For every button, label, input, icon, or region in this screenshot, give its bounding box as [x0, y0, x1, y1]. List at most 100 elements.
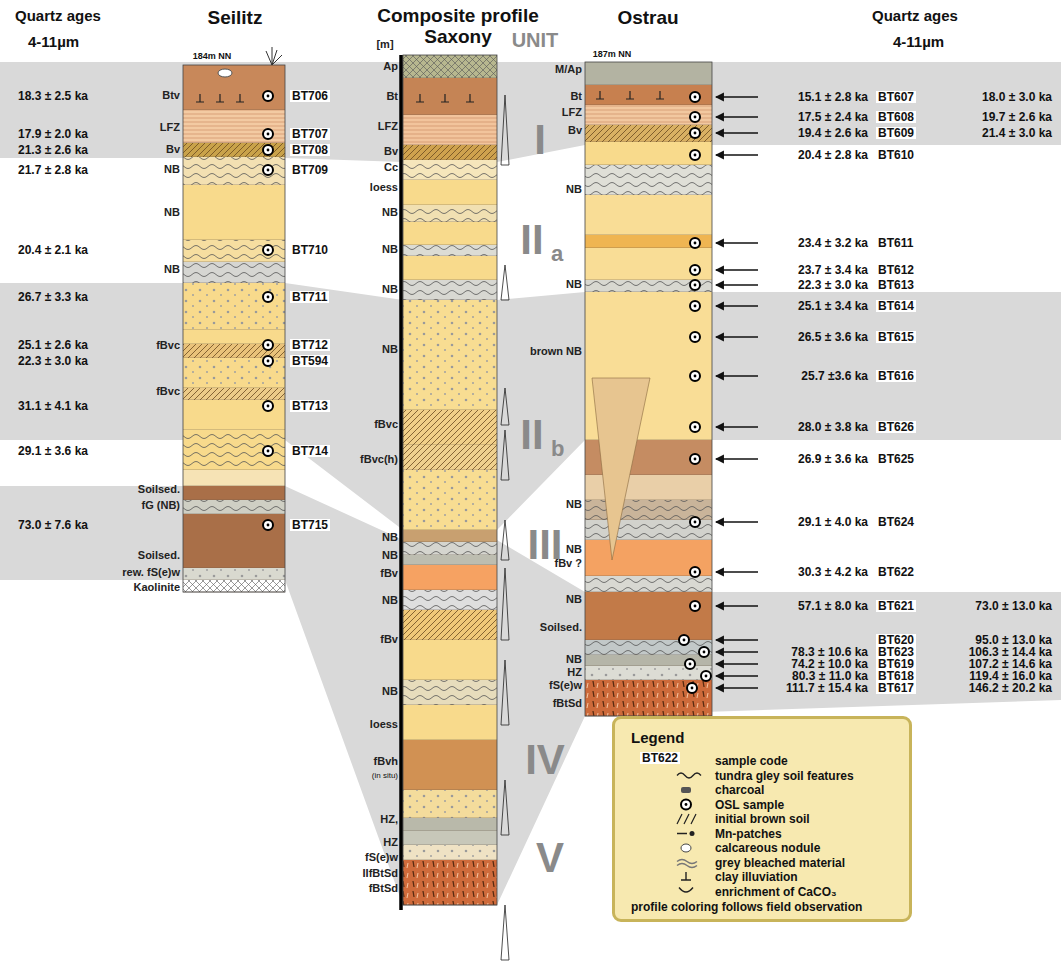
soil-texture — [403, 590, 497, 610]
quartz-age: 22.3 ± 3.0 ka — [18, 355, 88, 368]
osl-sample — [263, 145, 273, 155]
soil-texture — [183, 110, 285, 143]
osl-sample-dot — [694, 336, 697, 339]
quartz-age: 146.2 ± 20.2 ka — [969, 682, 1052, 695]
horizon-note: (in situ) — [372, 772, 398, 780]
clay-illuviation — [441, 94, 449, 102]
osl-sample-dot — [683, 639, 686, 642]
horizon-label: NB — [382, 532, 398, 544]
soil-layer — [585, 142, 712, 165]
osl-sample-dot — [703, 651, 706, 654]
soil-texture — [183, 430, 285, 470]
soil-texture — [403, 860, 497, 905]
ice-wedge — [501, 520, 509, 560]
quartz-age: 107.2 ± 14.6 ka — [969, 658, 1052, 671]
horizon-label: fBv — [380, 568, 398, 580]
seilitz-column — [183, 65, 285, 592]
tundra-symbol — [677, 773, 701, 778]
sample-code: BT611 — [876, 237, 915, 250]
horizon-label: Bt — [570, 91, 582, 103]
soil-layer — [585, 105, 712, 125]
horizon-label: fBvh — [374, 756, 398, 768]
sample-code: BT621 — [876, 600, 916, 613]
soil-layer — [403, 245, 497, 256]
osl-sample-dot — [694, 96, 697, 99]
sample-arrow — [716, 687, 758, 688]
horizon-label: fBtSd — [553, 698, 582, 710]
soil-texture — [183, 388, 285, 400]
soil-texture — [183, 157, 285, 185]
soil-layer — [403, 55, 497, 78]
quartz-age: 18.0 ± 3.0 ka — [982, 91, 1052, 104]
clay-illuviation — [466, 94, 474, 102]
column-outline — [183, 65, 285, 592]
sample-arrow — [716, 284, 758, 285]
horizon-label: NB — [382, 344, 398, 356]
quartz-age: 25.1 ± 3.4 ka — [798, 300, 868, 313]
legend-text: OSL sample — [715, 798, 784, 812]
soil-layer — [403, 790, 497, 818]
sample-arrow — [716, 269, 758, 270]
ice-wedge — [501, 95, 509, 165]
composite-column — [403, 55, 497, 905]
sample-code: BT620 — [876, 634, 916, 647]
horizon-label: fG (NB) — [142, 500, 181, 512]
horizon-label: Soilsed. — [138, 484, 180, 496]
caco3-symbol — [679, 888, 693, 893]
sample-arrow — [716, 305, 758, 306]
sample-code: BT626 — [876, 421, 916, 434]
osl-sample-dot — [267, 360, 270, 363]
soil-texture — [403, 610, 497, 640]
sample-arrow — [716, 132, 758, 133]
ice-wedge — [501, 430, 509, 480]
horizon-label: LFZ — [562, 107, 582, 119]
soil-layer — [403, 445, 497, 470]
soil-texture — [585, 640, 712, 655]
sample-arrow — [716, 651, 758, 652]
horizon-label: loess — [370, 182, 398, 194]
soil-layer — [183, 470, 285, 486]
horizon-label: NB — [382, 244, 398, 256]
osl-sample — [263, 129, 273, 139]
soil-texture — [403, 845, 497, 860]
legend-text: charcoal — [715, 783, 764, 797]
legend-note: profile coloring follows field observati… — [631, 900, 862, 914]
profile-title: Saxony — [424, 27, 492, 47]
soil-layer — [585, 280, 712, 292]
soil-layer — [585, 540, 712, 576]
soil-texture — [585, 165, 712, 195]
legend-text: sample code — [715, 754, 788, 768]
osl-sample — [263, 401, 273, 411]
soil-texture — [183, 143, 285, 157]
clay-illuviation — [196, 94, 204, 102]
soil-layer — [183, 110, 285, 143]
sample-arrow — [716, 675, 758, 676]
horizon-label: [m] — [376, 39, 393, 51]
soil-texture — [403, 790, 497, 818]
horizon-label: fBv — [380, 634, 398, 646]
osl-sample-dot — [267, 169, 270, 172]
sample-code: BT708 — [290, 144, 330, 157]
soil-texture — [403, 245, 497, 256]
horizon-label: Bt — [386, 91, 398, 103]
sample-code: BT616 — [876, 370, 916, 383]
soil-texture — [403, 160, 497, 180]
unit-header: UNIT — [512, 30, 559, 51]
sample-arrow — [716, 639, 758, 640]
column-outline — [585, 62, 712, 716]
sample-arrow — [716, 571, 758, 572]
osl-sample — [690, 112, 700, 122]
horizon-label: NB — [164, 164, 180, 176]
sample-code: BT624 — [876, 516, 916, 529]
horizon-label: loess — [370, 719, 398, 731]
horizon-label: Bv — [568, 125, 582, 137]
quartz-age: 119.4 ± 16.0 ka — [969, 670, 1052, 683]
horizon-label: M/Ap — [555, 64, 582, 76]
mn-symbol-dot — [690, 831, 695, 836]
quartz-age: 19.7 ± 2.6 ka — [982, 111, 1052, 124]
soil-layer — [403, 145, 497, 160]
sample-code: BT622 — [876, 566, 916, 579]
soil-layer — [183, 568, 285, 580]
osl-sample — [690, 238, 700, 248]
